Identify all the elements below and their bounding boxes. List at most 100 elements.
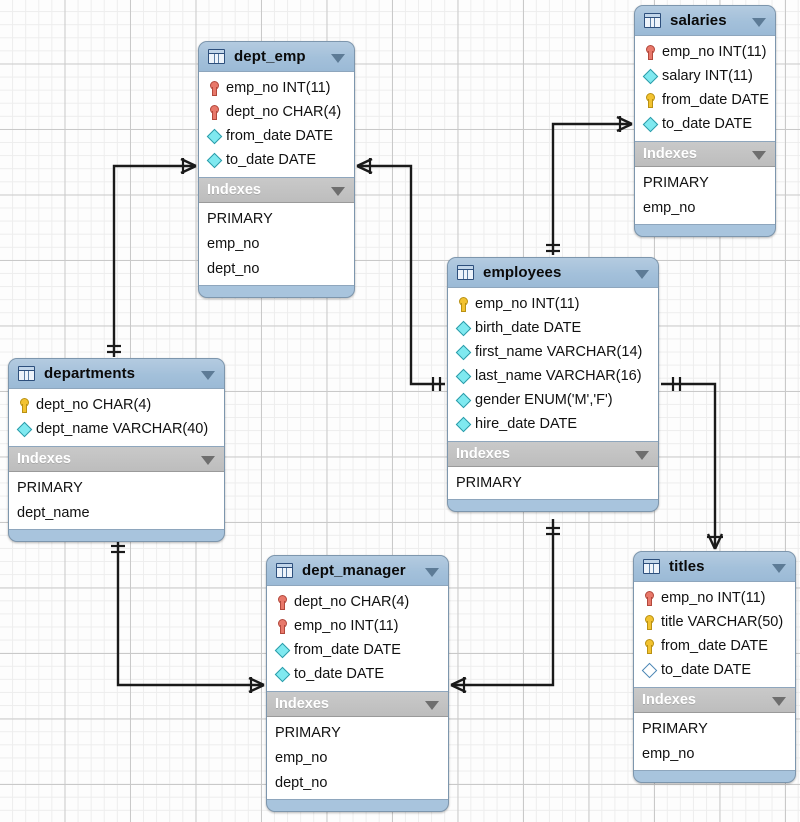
- table-name: employees: [483, 264, 562, 281]
- index-row[interactable]: dept_name: [9, 500, 224, 525]
- column-row[interactable]: first_name VARCHAR(14): [448, 340, 658, 364]
- index-label: emp_no: [207, 235, 260, 252]
- index-label: PRIMARY: [643, 174, 709, 191]
- column-label: emp_no INT(11): [475, 296, 580, 312]
- red-key-icon: [642, 589, 655, 607]
- column-label: emp_no INT(11): [662, 44, 767, 60]
- table-dept_emp[interactable]: dept_emp emp_no INT(11) dept_no CHAR(4)fro…: [198, 41, 355, 298]
- column-row[interactable]: birth_date DATE: [448, 316, 658, 340]
- column-row[interactable]: from_date DATE: [267, 638, 448, 662]
- indexes-header-departments[interactable]: Indexes: [9, 447, 224, 472]
- connector-employees-dept_emp: [356, 157, 445, 391]
- yellow-key-icon: [456, 295, 469, 313]
- column-row[interactable]: emp_no INT(11): [267, 614, 448, 638]
- index-row[interactable]: PRIMARY: [634, 716, 795, 741]
- table-header-dept_manager[interactable]: dept_manager: [267, 556, 448, 585]
- column-label: emp_no INT(11): [226, 80, 331, 96]
- index-row[interactable]: PRIMARY: [267, 720, 448, 745]
- table-dept_manager[interactable]: dept_manager dept_no CHAR(4)emp_no INT(11…: [266, 555, 449, 812]
- table-icon: [18, 366, 35, 381]
- index-row[interactable]: PRIMARY: [448, 470, 658, 495]
- column-row[interactable]: emp_no INT(11): [199, 76, 354, 100]
- table-header-salaries[interactable]: salaries: [635, 6, 775, 35]
- chevron-down-icon[interactable]: [331, 187, 345, 196]
- column-row[interactable]: dept_name VARCHAR(40): [9, 417, 224, 441]
- column-row[interactable]: dept_no CHAR(4): [267, 590, 448, 614]
- chevron-down-icon[interactable]: [635, 451, 649, 460]
- chevron-down-icon[interactable]: [752, 17, 766, 27]
- table-icon: [208, 49, 225, 64]
- red-key-icon: [207, 103, 220, 121]
- column-row[interactable]: to_date DATE: [634, 658, 795, 682]
- column-row[interactable]: title VARCHAR(50): [634, 610, 795, 634]
- indexes-label: Indexes: [456, 446, 510, 462]
- table-titles[interactable]: titles emp_no INT(11)title VARCHAR(50)fro…: [633, 551, 796, 783]
- chevron-down-icon[interactable]: [425, 567, 439, 577]
- column-row[interactable]: from_date DATE: [199, 124, 354, 148]
- table-icon: [643, 559, 660, 574]
- cyan-diamond-icon: [456, 319, 469, 337]
- column-label: dept_name VARCHAR(40): [36, 421, 209, 437]
- table-header-employees[interactable]: employees: [448, 258, 658, 287]
- column-row[interactable]: salary INT(11): [635, 64, 775, 88]
- indexes-header-dept_manager[interactable]: Indexes: [267, 692, 448, 717]
- column-row[interactable]: to_date DATE: [267, 662, 448, 686]
- index-row[interactable]: dept_no: [267, 770, 448, 795]
- chevron-down-icon[interactable]: [772, 563, 786, 573]
- column-row[interactable]: emp_no INT(11): [634, 586, 795, 610]
- index-row[interactable]: dept_no: [199, 256, 354, 281]
- index-row[interactable]: PRIMARY: [635, 170, 775, 195]
- table-salaries[interactable]: salaries emp_no INT(11) salary INT(11) from…: [634, 5, 776, 237]
- chevron-down-icon[interactable]: [752, 151, 766, 160]
- chevron-down-icon[interactable]: [201, 370, 215, 380]
- chevron-down-icon[interactable]: [772, 697, 786, 706]
- table-name: titles: [669, 558, 705, 575]
- cyan-diamond-icon: [456, 367, 469, 385]
- column-row[interactable]: hire_date DATE: [448, 412, 658, 436]
- indexes-list-dept_emp: PRIMARY emp_no dept_no: [199, 203, 354, 286]
- connector-employees-salaries: [546, 115, 633, 255]
- chevron-down-icon[interactable]: [331, 53, 345, 63]
- column-row[interactable]: emp_no INT(11): [635, 40, 775, 64]
- yellow-key-icon: [17, 396, 30, 414]
- column-row[interactable]: from_date DATE: [634, 634, 795, 658]
- indexes-header-employees[interactable]: Indexes: [448, 442, 658, 467]
- column-row[interactable]: last_name VARCHAR(16): [448, 364, 658, 388]
- columns-list-dept_emp: emp_no INT(11) dept_no CHAR(4)from_date D…: [199, 71, 354, 178]
- table-header-departments[interactable]: departments: [9, 359, 224, 388]
- indexes-header-dept_emp[interactable]: Indexes: [199, 178, 354, 203]
- indexes-header-titles[interactable]: Indexes: [634, 688, 795, 713]
- column-label: from_date DATE: [662, 92, 769, 108]
- indexes-label: Indexes: [17, 451, 71, 467]
- chevron-down-icon[interactable]: [635, 269, 649, 279]
- index-row[interactable]: PRIMARY: [199, 206, 354, 231]
- cyan-diamond-icon: [275, 665, 288, 683]
- indexes-list-salaries: PRIMARY emp_no: [635, 167, 775, 225]
- column-row[interactable]: dept_no CHAR(4): [9, 393, 224, 417]
- table-header-dept_emp[interactable]: dept_emp: [199, 42, 354, 71]
- indexes-label: Indexes: [642, 692, 696, 708]
- index-row[interactable]: emp_no: [635, 195, 775, 220]
- index-label: dept_no: [207, 260, 260, 277]
- index-row[interactable]: emp_no: [634, 741, 795, 766]
- column-row[interactable]: to_date DATE: [199, 148, 354, 172]
- indexes-header-salaries[interactable]: Indexes: [635, 142, 775, 167]
- column-label: dept_no CHAR(4): [36, 397, 152, 413]
- index-row[interactable]: emp_no: [267, 745, 448, 770]
- table-departments[interactable]: departments dept_no CHAR(4) dept_name VARC…: [8, 358, 225, 542]
- column-row[interactable]: from_date DATE: [635, 88, 775, 112]
- column-row[interactable]: gender ENUM('M','F'): [448, 388, 658, 412]
- table-icon: [644, 13, 661, 28]
- column-row[interactable]: emp_no INT(11): [448, 292, 658, 316]
- index-row[interactable]: PRIMARY: [9, 475, 224, 500]
- chevron-down-icon[interactable]: [425, 701, 439, 710]
- table-header-titles[interactable]: titles: [634, 552, 795, 581]
- column-row[interactable]: to_date DATE: [635, 112, 775, 136]
- chevron-down-icon[interactable]: [201, 456, 215, 465]
- column-row[interactable]: dept_no CHAR(4): [199, 100, 354, 124]
- index-row[interactable]: emp_no: [199, 231, 354, 256]
- cyan-diamond-icon: [456, 391, 469, 409]
